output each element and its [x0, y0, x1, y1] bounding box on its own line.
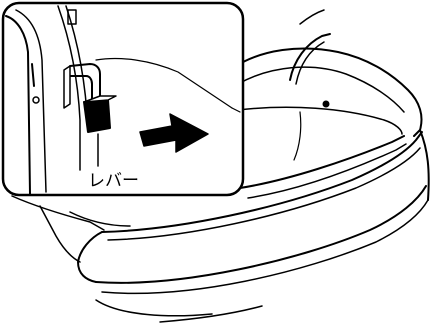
lever-bracket	[64, 66, 70, 108]
lever-label: レバー	[88, 171, 139, 191]
trunk-opening-outline	[236, 48, 422, 136]
rear-deck-line	[238, 67, 404, 112]
bumper-left-corner	[78, 232, 102, 282]
trunk-floor-edge	[238, 107, 402, 134]
body-lower-left	[12, 196, 104, 230]
latch-bolt	[324, 102, 329, 107]
trunk-crease	[294, 112, 301, 160]
bumper-lower	[96, 186, 426, 283]
lid-stay	[290, 34, 330, 80]
lever-grip	[84, 100, 110, 132]
under-bumper	[96, 300, 212, 316]
callout-detail-box: レバー	[3, 3, 243, 195]
lid-stay-top	[300, 10, 324, 24]
bumper-lower-2	[102, 200, 428, 293]
